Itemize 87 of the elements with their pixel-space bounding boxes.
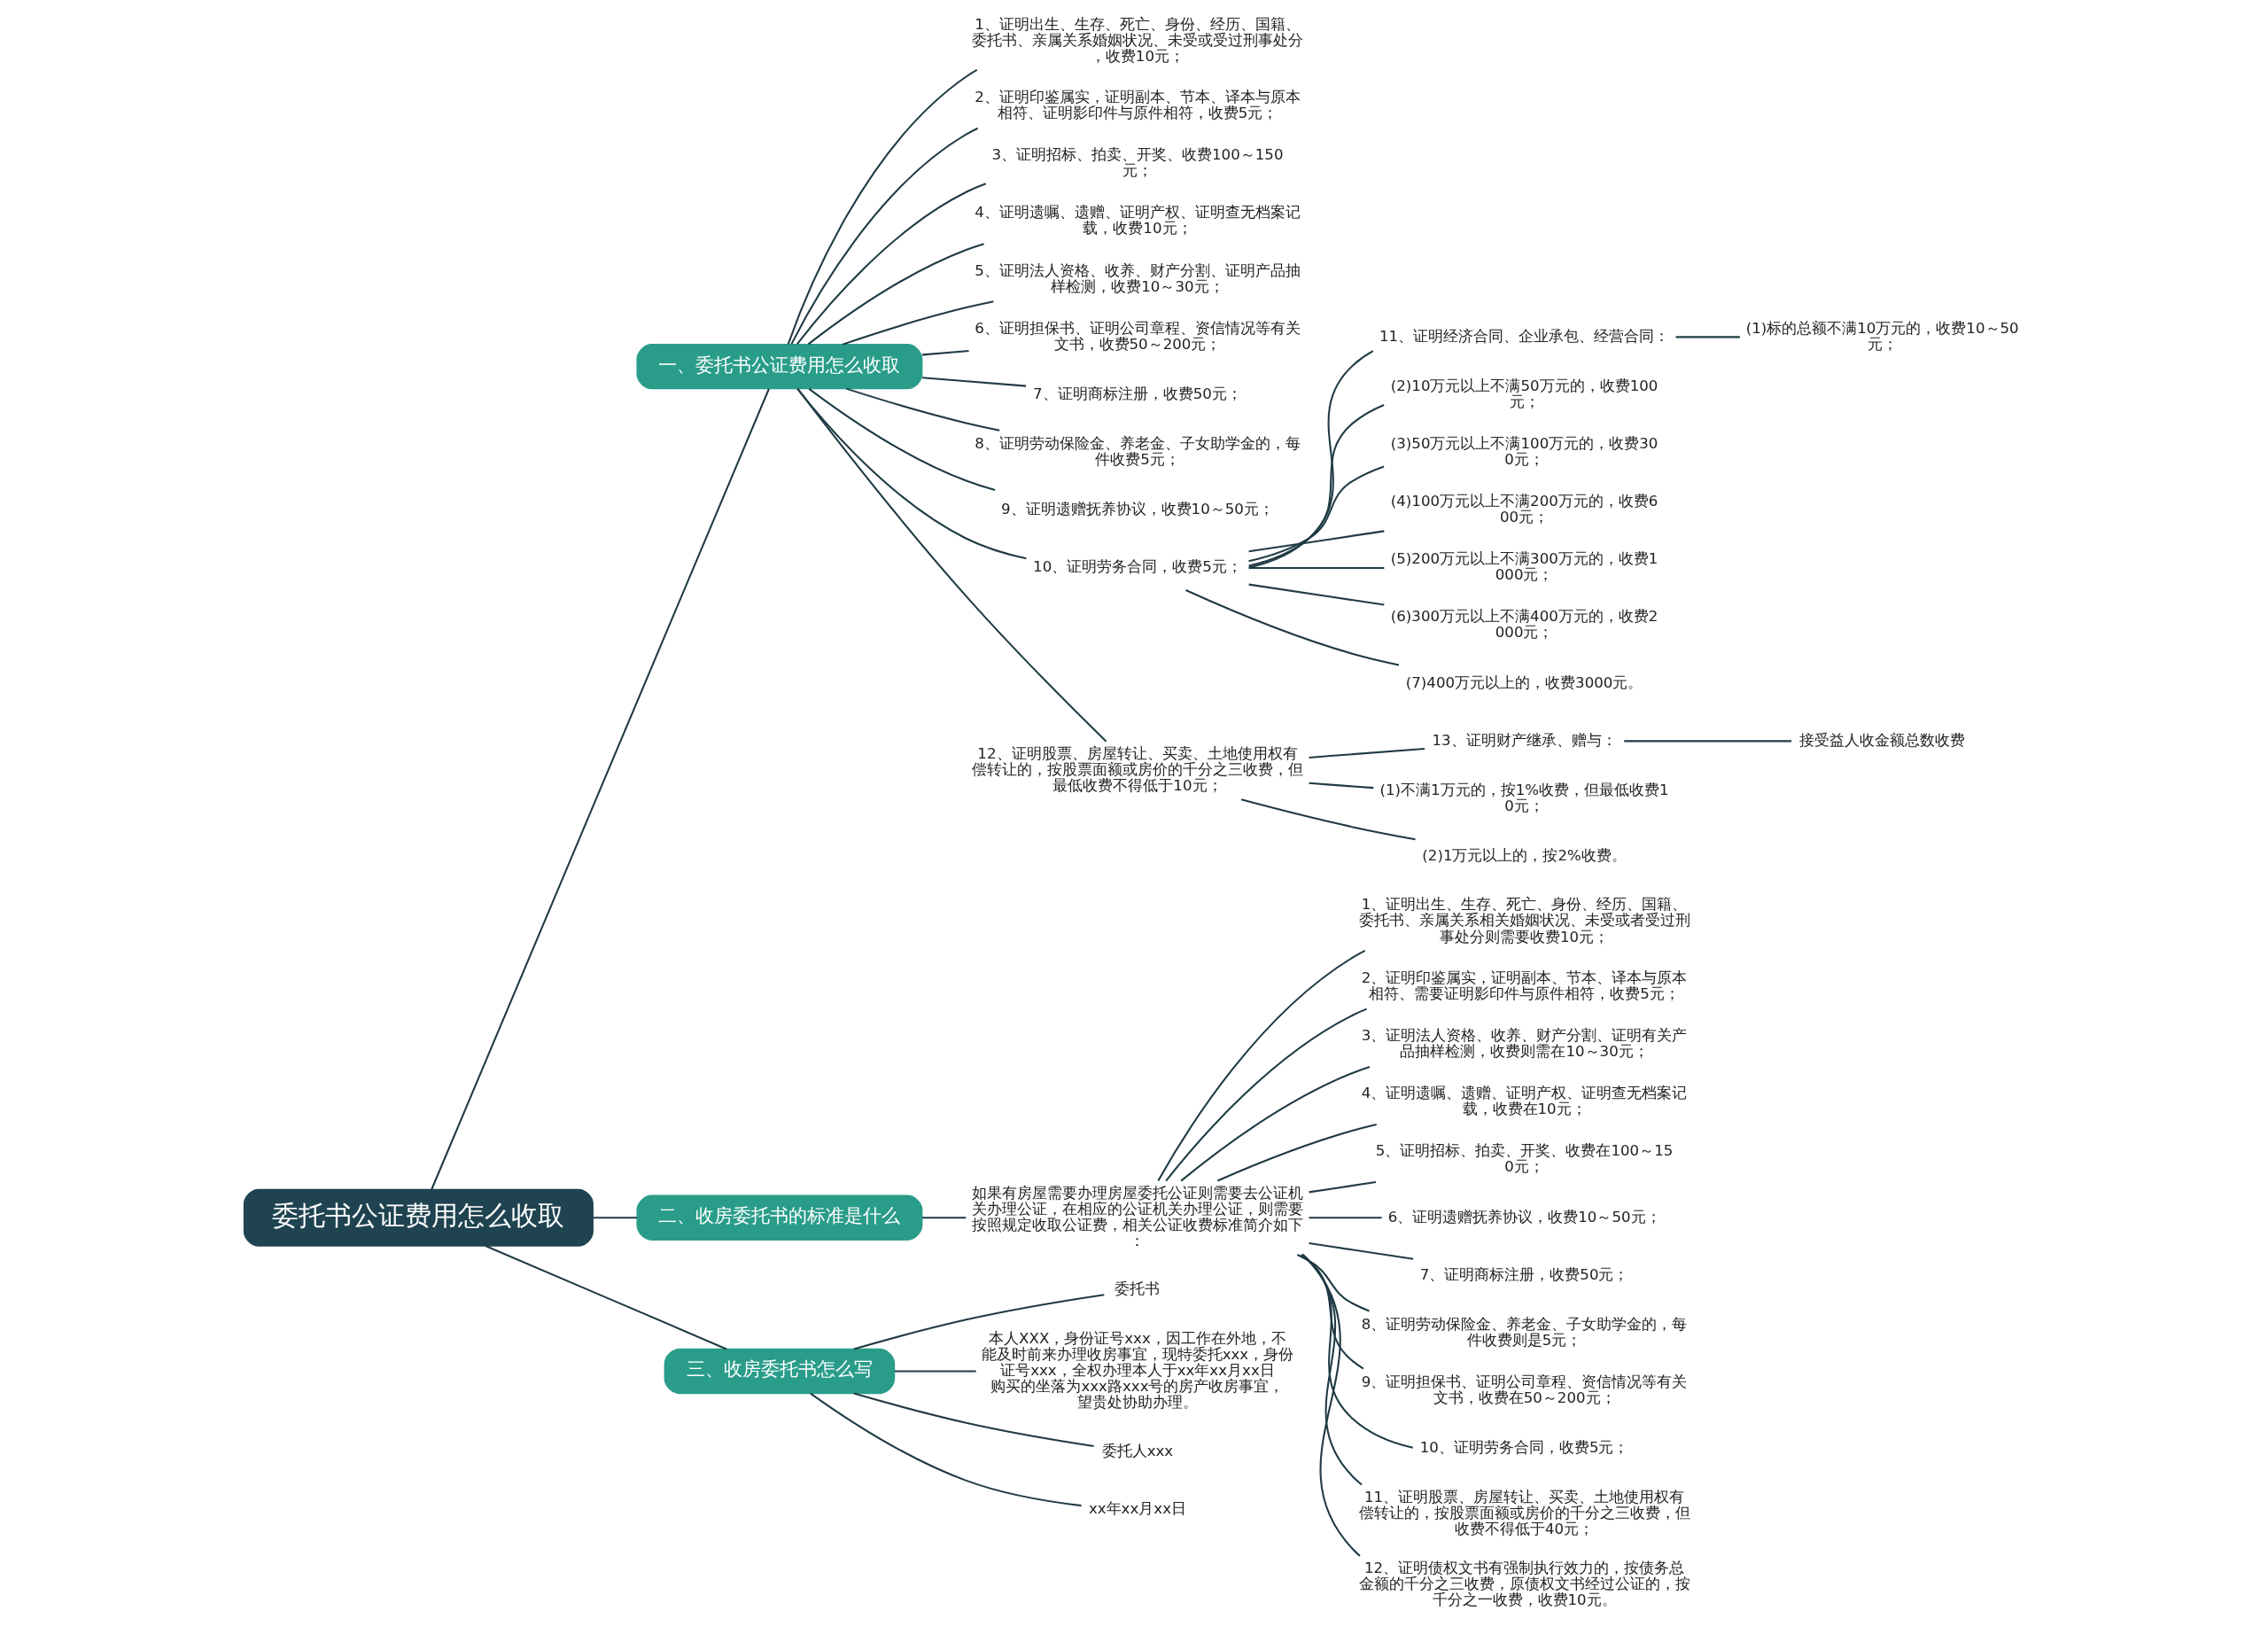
connector xyxy=(1308,1181,1376,1194)
connector xyxy=(787,69,977,345)
node-text: 1、证明出生、生存、死亡、身份、经历、国籍、委托书、亲属关系婚姻状况、未受或受过刑事处分，收费10元； xyxy=(971,15,1303,65)
node-text: 9、证明担保书、证明公司章程、资信情况等有关文书，收费在50～200元； xyxy=(1361,1373,1687,1406)
node-text: 11、证明股票、房屋转让、买卖、土地使用权有偿转让的，按股票面额或房价的千分之三收费，但收费不得低于40元； xyxy=(1358,1488,1690,1537)
connector xyxy=(789,127,978,345)
node-text: 4、证明遗嘱、遗赠、证明产权、证明查无档案记载，收费10元； xyxy=(974,204,1301,237)
connector xyxy=(1180,1065,1370,1182)
connector xyxy=(809,1392,1082,1507)
connector xyxy=(1184,589,1399,666)
connector xyxy=(796,388,1027,560)
node-text: 7、证明商标注册，收费50元； xyxy=(1419,1265,1628,1283)
connector xyxy=(853,1392,1094,1448)
node-text: 13、证明财产继承、赠与： xyxy=(1432,731,1617,749)
connector xyxy=(1156,950,1365,1182)
node-text: (7)400万元以上的，收费3000元。 xyxy=(1405,673,1643,691)
connector xyxy=(1247,350,1373,569)
connector xyxy=(796,388,1107,743)
node-text: 委托人xxx xyxy=(1101,1443,1173,1460)
node-text: 6、证明担保书、证明公司章程、资信情况等有关文书，收费50～200元； xyxy=(974,319,1301,353)
connector xyxy=(430,388,770,1190)
connector xyxy=(1247,465,1384,563)
connector xyxy=(1301,1254,1361,1557)
connector xyxy=(807,243,984,346)
node-text: 1、证明出生、生存、死亡、身份、经历、国籍、委托书、亲属关系相关婚姻状况、未受或者受过刑事处分则需要收费10元； xyxy=(1358,896,1690,945)
connector xyxy=(853,1294,1104,1350)
node-text: 6、证明遗赠抚养协议，收费10～50元； xyxy=(1387,1208,1661,1225)
node-text: (5)200万元以上不满300万元的，收费1000元； xyxy=(1390,550,1658,584)
node-box: 二、收房委托书的标准是什么 xyxy=(635,1194,922,1241)
node-text: 9、证明遗赠抚养协议，收费10～50元； xyxy=(1000,501,1274,518)
node-text: 11、证明经济合同、企业承包、经营合同： xyxy=(1379,327,1669,345)
connector xyxy=(1240,798,1416,841)
node-text: (3)50万元以上不满100万元的，收费300元； xyxy=(1390,434,1658,468)
connector xyxy=(1164,1007,1367,1182)
node-box: 三、收房委托书怎么写 xyxy=(664,1348,895,1395)
connector xyxy=(1247,404,1385,567)
connector xyxy=(1308,1242,1413,1260)
connector xyxy=(808,387,995,492)
node-text: 7、证明商标注册，收费50元； xyxy=(1032,385,1242,402)
connector xyxy=(1308,747,1425,759)
node-text: 接受益人收金额总数收费 xyxy=(1798,731,1965,749)
node-text: (6)300万元以上不满400万元的，收费2000元； xyxy=(1390,608,1658,642)
node-text: 8、证明劳动保险金、养老金、子女助学金的，每件收费则是5元； xyxy=(1361,1315,1687,1349)
node-text: 10、证明劳务合同，收费5元； xyxy=(1032,558,1242,576)
connector xyxy=(1308,782,1373,790)
node-text: 委托书 xyxy=(1114,1280,1160,1298)
node-text: (4)100万元以上不满200万元的，收费600元； xyxy=(1390,493,1658,526)
node-text: 12、证明债权文书有强制执行效力的，按债务总金额的千分之三收费，原债权文书经过公证的，按千分之一收费，收费10元。 xyxy=(1358,1559,1690,1609)
node-text: 3、证明法人资格、收养、财产分割、证明有关产品抽样检测，收费则需在10～30元； xyxy=(1361,1027,1687,1061)
connector xyxy=(485,1245,726,1350)
node-text: xx年xx月xx日 xyxy=(1088,1500,1186,1518)
connector xyxy=(1300,1254,1363,1370)
node-text: 如果有房屋需要办理房屋委托公证则需要去公证机关办理公证，在相应的公证机关办理公证，则需要按照规定收取公证费，相关公证收费标准简介如下： xyxy=(971,1184,1303,1249)
connector xyxy=(1248,583,1385,606)
connector xyxy=(1309,1217,1382,1219)
node-text: (1)不满1万元的，按1%收费，但最低收费10元； xyxy=(1379,781,1669,814)
node-text: 本人XXX，身份证号xxx，因工作在外地，不能及时前来办理收房事宜，现特委托xxx，身份证号xxx，全权办理本人于xx年xx月xx日购买的坐落为xxx路xxx号的房产收房事宜，望贵处协助办理。 xyxy=(981,1329,1293,1411)
connector xyxy=(1623,740,1791,743)
connector xyxy=(894,1370,976,1373)
connector xyxy=(845,387,999,432)
node-text: 12、证明股票、房屋转让、买卖、土地使用权有偿转让的，按股票面额或房价的千分之三收费，但最低收费不得低于10元； xyxy=(971,744,1303,794)
node-text: 10、证明劳务合同，收费5元； xyxy=(1419,1439,1628,1457)
connector xyxy=(1216,1124,1377,1182)
node-text: 5、证明法人资格、收养、财产分割、证明产品抽样检测，收费10～30元； xyxy=(974,261,1301,295)
connector xyxy=(1301,1254,1363,1486)
connector xyxy=(921,377,1026,387)
node-text: (2)10万元以上不满50万元的，收费100元； xyxy=(1390,377,1658,410)
connector xyxy=(796,183,986,345)
connector xyxy=(1248,530,1385,553)
node-text: 2、证明印鉴属实，证明副本、节本、译本与原本相符、证明影印件与原件相符，收费5元； xyxy=(974,89,1301,122)
connector xyxy=(1248,566,1384,569)
node-text: 4、证明遗嘱、遗赠、证明产权、证明查无档案记载，收费在10元； xyxy=(1361,1085,1687,1118)
connector xyxy=(593,1217,637,1219)
connector xyxy=(1296,1254,1370,1312)
node-box: 委托书公证费用怎么收取 xyxy=(243,1188,594,1247)
node-text: 3、证明招标、拍卖、开奖、收费100～150元； xyxy=(990,146,1283,180)
node-text: (1)标的总额不满10万元的，收费10～50元； xyxy=(1745,319,2019,353)
node-text: 8、证明劳动保险金、养老金、子女助学金的，每件收费5元； xyxy=(974,434,1301,468)
node-text: 2、证明印鉴属实，证明副本、节本、译本与原本相符、需要证明影印件与原件相符，收费5元； xyxy=(1361,969,1687,1002)
connector xyxy=(921,1217,966,1219)
node-text: 5、证明招标、拍卖、开奖、收费在100～150元； xyxy=(1375,1142,1673,1176)
connector xyxy=(921,350,969,356)
connector xyxy=(1675,336,1740,338)
node-text: (2)1万元以上的，按2%收费。 xyxy=(1421,847,1627,865)
node-box: 一、委托书公证费用怎么收取 xyxy=(635,344,922,390)
connector xyxy=(1301,1254,1413,1449)
connector xyxy=(842,300,994,346)
